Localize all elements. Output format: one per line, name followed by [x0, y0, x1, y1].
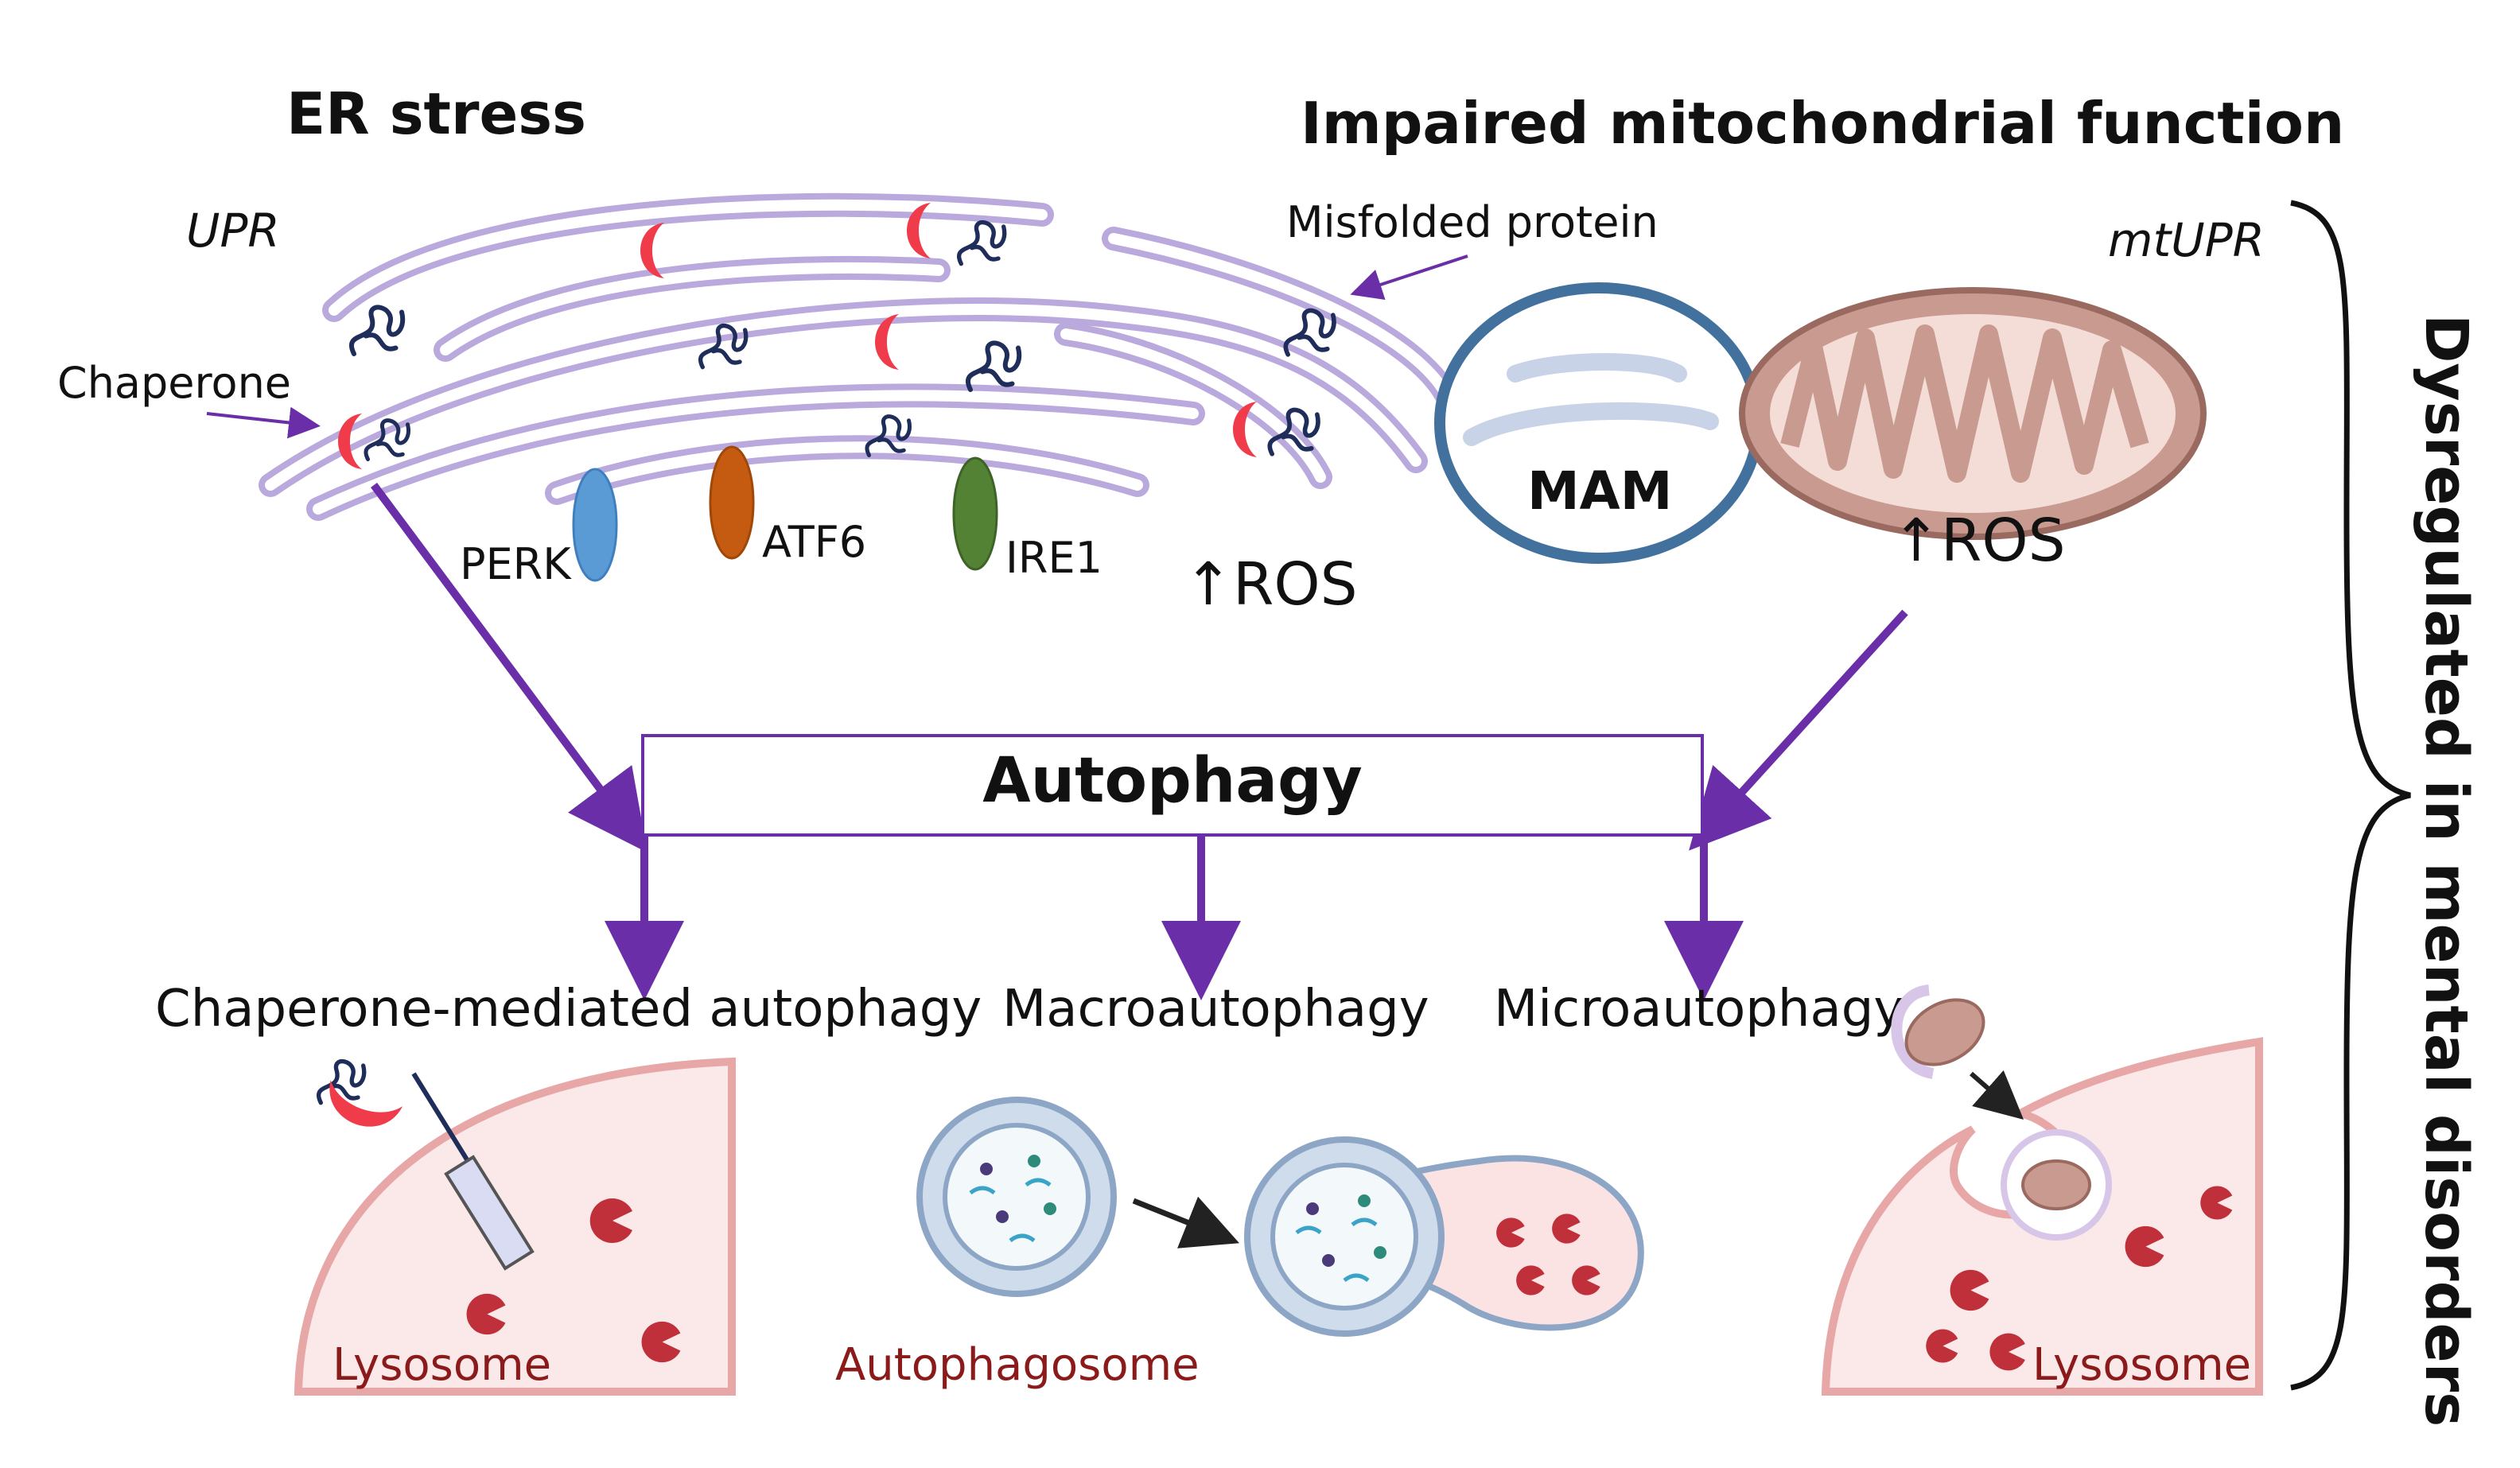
misfolded-protein-label: Misfolded protein — [1286, 197, 1659, 247]
misfolded-protein-icon — [959, 223, 1005, 264]
perk-label: PERK — [460, 539, 572, 589]
cma-label: Chaperone-mediated autophagy — [155, 980, 982, 1039]
ire1-sensor — [952, 456, 998, 571]
atf6-label: ATF6 — [762, 517, 866, 567]
cma-lysosome: Lysosome — [294, 1057, 736, 1396]
misfolded-protein-icon — [968, 343, 1019, 390]
er-stress-heading: ER stress — [286, 80, 586, 147]
autophagy-label: Autophagy — [982, 745, 1362, 817]
engulf-arrow — [1970, 1070, 2024, 1120]
micro-label: Microautophagy — [1494, 980, 1904, 1039]
er-to-autophagy-arrow — [370, 483, 648, 853]
misfolded-protein-icon — [352, 307, 402, 354]
mitochondrion-icon — [1739, 287, 2207, 540]
perk-sensor — [572, 468, 618, 582]
microautophagy-illustration: Lysosome — [1821, 984, 2263, 1396]
fusion-arrow — [1132, 1196, 1239, 1249]
ros-mito-label: ↑ROS — [1892, 507, 2066, 575]
chaperone-pointer — [206, 406, 321, 439]
brace — [2290, 200, 2411, 1391]
mam-label: MAM — [1527, 460, 1672, 522]
upr-label: UPR — [186, 204, 280, 258]
chaperone-label: Chaperone — [57, 358, 291, 408]
autophagy-box — [641, 734, 1704, 837]
ros-to-autophagy-arrow — [1689, 609, 1908, 851]
dysregulated-label: Dysregulated in mental disorders — [2412, 314, 2480, 1427]
lysosome-left-label: Lysosome — [332, 1339, 551, 1391]
ros-er-label: ↑ROS — [1184, 550, 1358, 619]
ire1-label: IRE1 — [1005, 533, 1102, 583]
mito-heading: Impaired mitochondrial function — [1301, 90, 2344, 157]
mam-compartment: MAM — [1434, 282, 1764, 564]
chaperone-icon — [319, 1080, 403, 1137]
mtupr-label: mtUPR — [2108, 213, 2265, 267]
lysosome-right-label: Lysosome — [2032, 1339, 2251, 1391]
misfolded-pointer — [1350, 254, 1468, 301]
misfolded-protein-icon — [319, 1062, 364, 1103]
mitochondrion-icon — [1904, 998, 1985, 1066]
macroautophagy-illustration: Autophagosome — [835, 1097, 1644, 1391]
macro-label: Macroautophagy — [1002, 980, 1429, 1039]
autophagosome-label: Autophagosome — [835, 1339, 1200, 1391]
atf6-sensor — [709, 445, 755, 560]
